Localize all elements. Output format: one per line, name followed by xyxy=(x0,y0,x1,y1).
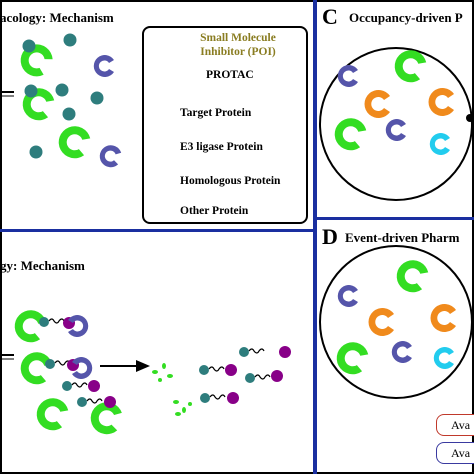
protac-ligand-icon xyxy=(227,392,239,404)
target-protein-icon xyxy=(14,38,57,81)
protac-linker xyxy=(254,374,271,380)
protac-linker xyxy=(71,382,88,388)
degradation-arrowhead xyxy=(136,360,150,372)
panel-d-title: Event-driven Pharm xyxy=(345,230,460,245)
protac-ligand-icon xyxy=(77,397,87,407)
protac-ligand-icon xyxy=(271,370,283,382)
panel-c-title: Occupancy-driven P xyxy=(349,10,463,25)
protac-ligand-icon xyxy=(225,364,237,376)
target-protein-icon xyxy=(32,393,71,434)
panel-c-letter: C xyxy=(322,4,338,29)
legend-target-label: Target Protein xyxy=(180,107,252,119)
protac-linker xyxy=(208,366,225,372)
protac-linker xyxy=(86,398,103,404)
panel-d-illustration xyxy=(319,245,473,399)
inhibitor-icon xyxy=(63,33,77,47)
panel-a-illustration xyxy=(0,33,123,170)
protac-ligand-icon xyxy=(279,346,291,358)
legend-small-molecule-label: Small Molecule Inhibitor (POI) xyxy=(200,32,276,58)
protac-linker xyxy=(209,394,226,400)
e3-ligase-icon xyxy=(97,142,123,170)
cell-circle xyxy=(319,245,473,399)
legend-other-label: Other Protein xyxy=(180,205,249,217)
protac-linker xyxy=(54,360,71,366)
panel-separator-right xyxy=(317,217,474,220)
panel-separator-left xyxy=(0,229,313,232)
panel-a-title: acology: Mechanism xyxy=(0,10,114,25)
protac-ligand-icon xyxy=(200,393,210,403)
availability-badge: Ava xyxy=(436,414,474,436)
panel-b-title: gy: Mechanism xyxy=(0,258,85,273)
legend-e3-label: E3 ligase Protein xyxy=(180,141,263,153)
protac-ligand-icon xyxy=(45,359,55,369)
target-protein-icon xyxy=(18,83,57,124)
inhibitor-icon xyxy=(24,84,38,98)
protac-linker xyxy=(48,318,65,324)
inhibitor-icon xyxy=(90,91,104,105)
inhibitor-icon xyxy=(55,83,69,97)
availability-badge: Ava xyxy=(436,442,474,464)
legend-homologous-label: Homologous Protein xyxy=(180,175,281,187)
protac-ligand-icon xyxy=(104,396,116,408)
panel-c-illustration xyxy=(319,45,474,201)
inhibitor-icon xyxy=(29,145,43,159)
target-protein-icon xyxy=(54,121,93,162)
legend-box: Small Molecule Inhibitor (POI) PROTAC Ta… xyxy=(142,26,308,224)
protac-ligand-icon xyxy=(245,373,255,383)
protac-ligand-icon xyxy=(39,317,49,327)
protac-ligand-icon xyxy=(62,381,72,391)
protac-ligand-icon xyxy=(239,347,249,357)
degraded-fragments xyxy=(152,363,192,416)
inhibitor-icon xyxy=(22,39,36,53)
protac-linker xyxy=(248,348,265,354)
panel-b-illustration xyxy=(0,305,291,438)
protac-ligand-icon xyxy=(88,380,100,392)
legend-protac-label: PROTAC xyxy=(206,69,254,81)
panel-d-letter: D xyxy=(322,224,338,249)
panel-separator-vertical xyxy=(313,0,317,474)
protac-ligand-icon xyxy=(199,365,209,375)
inhibitor-icon xyxy=(62,107,76,121)
e3-ligase-icon xyxy=(93,55,114,77)
